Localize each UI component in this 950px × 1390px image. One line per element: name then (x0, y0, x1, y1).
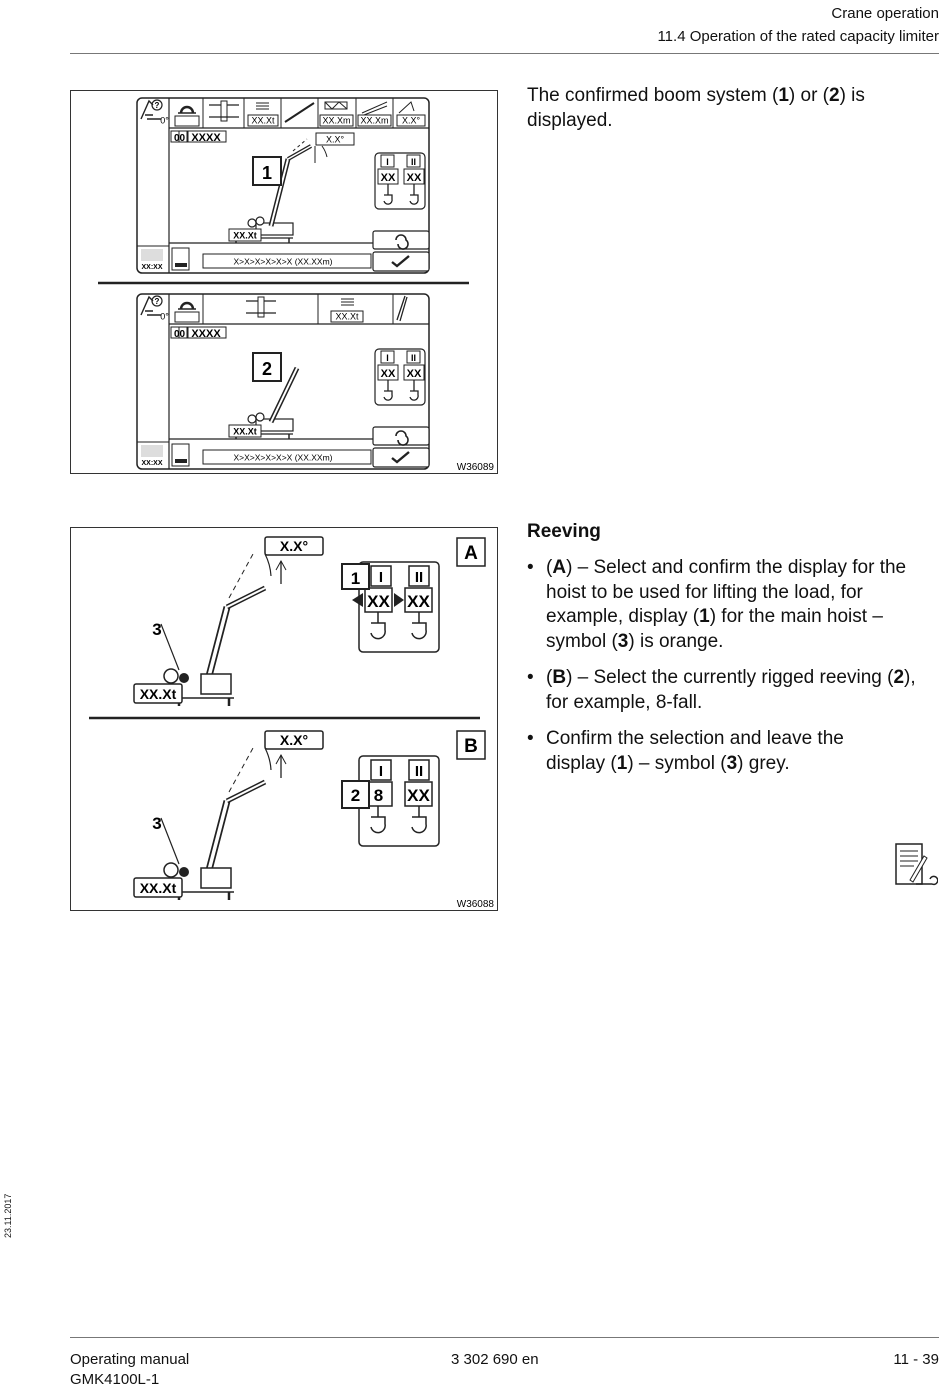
hoist1-a: I (379, 569, 383, 586)
boom-system-diagram: ? (98, 96, 495, 473)
top-toolbar-1 (202, 98, 426, 227)
reeving2-1: XX (407, 172, 422, 184)
zero-1: 00 (174, 133, 186, 144)
length2-1: XX.Xm (360, 116, 388, 126)
section-title: 11.4 Operation of the rated capacity lim… (657, 28, 939, 45)
reeving2-2: XX (407, 368, 422, 380)
callout-2-b: 2 (351, 786, 360, 805)
footer-manual: Operating manual (70, 1351, 190, 1368)
note-book-icon (895, 843, 938, 886)
footer-model: GMK4100L-1 (70, 1371, 160, 1388)
ballast-icon (256, 102, 269, 110)
bullet-a-dot: • (527, 557, 534, 578)
top-toolbar-2 (202, 294, 408, 424)
hoist1-b: I (379, 763, 383, 780)
hoist1-2: I (386, 353, 389, 363)
path-2: X>X>X>X>X>X (XX.XXm) (234, 453, 333, 463)
slew-angle-1: 0° (160, 116, 169, 126)
callout-1: 1 (262, 163, 272, 183)
header-rule (70, 53, 939, 54)
boom-system-text: The confirmed boom system (1) or (2) is … (527, 85, 865, 131)
time-2: XX:XX (141, 460, 162, 467)
callout-3-a: 3 (152, 620, 161, 639)
footer-rule (70, 1337, 939, 1338)
reeving1-1: XX (381, 172, 396, 184)
slew-angle-2: 0° (160, 312, 169, 322)
reeving1-a: XX (367, 592, 390, 611)
outrigger-icon (209, 100, 239, 122)
callout-1-a: 1 (351, 569, 360, 588)
bullet-c-dot: • (527, 728, 534, 749)
angle-a: X.X° (280, 538, 308, 554)
load-a: XX.Xt (140, 686, 177, 702)
hoist1-1: I (386, 157, 389, 167)
lattice-icon (324, 101, 348, 110)
hoist2-1: II (411, 157, 416, 167)
figure2-code: W36088 (457, 899, 495, 910)
reeving-diagram: X.X° XX.Xt 3 A 1 I II XX XX X.X° XX.Xt 3… (89, 528, 495, 910)
page-header: Crane operation 11.4 Operation of the ra… (657, 2, 939, 48)
length1-1: XX.Xm (322, 116, 350, 126)
angle-b: X.X° (280, 732, 308, 748)
bullet-b-dot: • (527, 667, 534, 688)
reeving2-a: XX (407, 592, 430, 611)
callout-2: 2 (262, 359, 272, 379)
load-b: XX.Xt (140, 880, 177, 896)
jib-icon (398, 101, 415, 114)
boom-icon (284, 102, 315, 123)
reeving1-2: XX (381, 368, 396, 380)
panel-b-label: B (464, 736, 478, 757)
code-box-1: XXXX (191, 132, 221, 144)
luffing-angle-1: X.X° (326, 135, 345, 145)
load-1: XX.Xt (233, 231, 257, 241)
hoist2-b: II (415, 763, 423, 780)
angle-box-1: X.X° (402, 116, 421, 126)
ballast-2: XX.Xt (335, 312, 359, 322)
footer-page: 11 - 39 (893, 1351, 939, 1368)
path-1: X>X>X>X>X>X (XX.XXm) (234, 257, 333, 267)
side-date: 23.11.2017 (3, 1193, 13, 1238)
reeving-title: Reeving (527, 521, 601, 542)
callout-3-b: 3 (152, 814, 161, 833)
reeving1-b: 8 (374, 786, 383, 805)
code-box-2: XXXX (191, 328, 221, 340)
footer-left: Operating manual GMK4100L-1 (70, 1350, 189, 1390)
zero-2: 00 (174, 329, 186, 340)
hoist2-a: II (415, 569, 423, 586)
hoist2-2: II (411, 353, 416, 363)
footer-doc-no: 3 302 690 en (451, 1351, 539, 1368)
load-2: XX.Xt (233, 427, 257, 437)
figure-reeving: X.X° XX.Xt 3 A 1 I II XX XX X.X° XX.Xt 3… (70, 527, 498, 911)
figure1-code: W36089 (457, 462, 495, 473)
time-1: XX:XX (141, 264, 162, 271)
panel-a-label: A (464, 543, 478, 564)
ballast-1: XX.Xt (251, 116, 275, 126)
reeving2-b: XX (407, 786, 430, 805)
chapter-title: Crane operation (831, 5, 939, 22)
figure-boom-system: ? (70, 90, 498, 474)
